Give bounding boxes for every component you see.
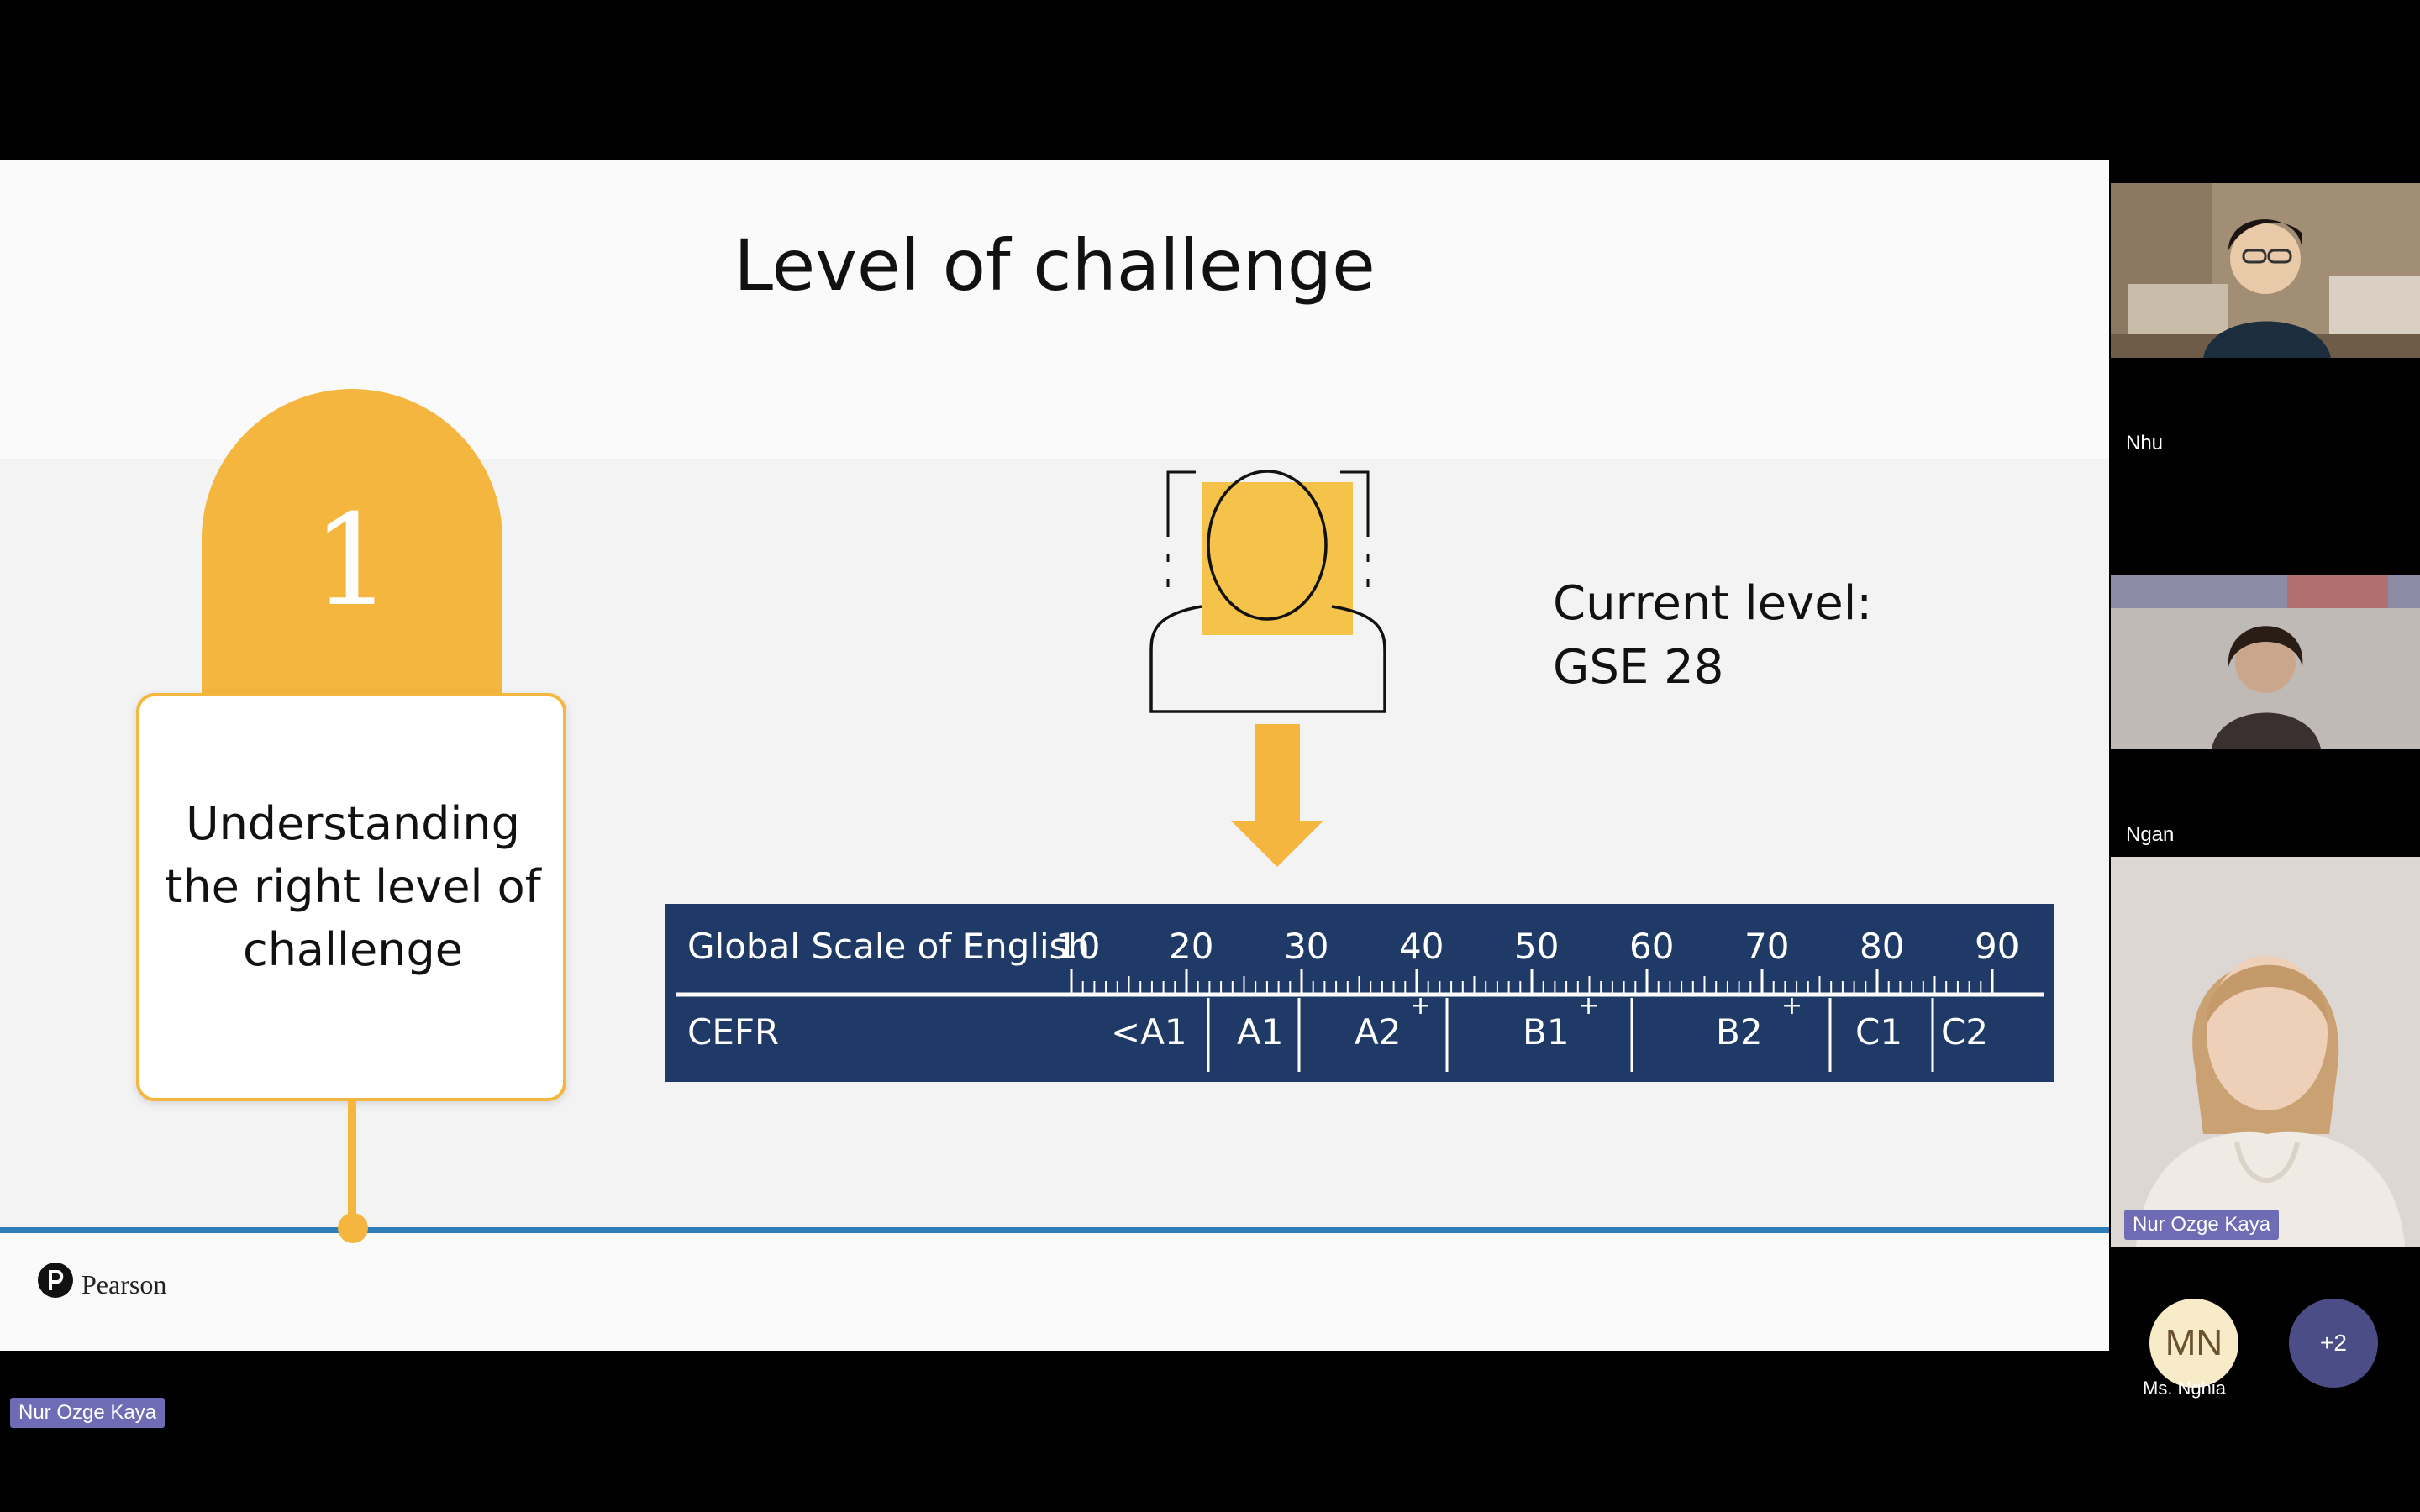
slide-footer-band [0, 1233, 2109, 1351]
participant-name: Nhu [2126, 432, 2164, 454]
step-connector [348, 1100, 356, 1226]
arrow-down-icon [1231, 821, 1323, 867]
gse-scale: Global Scale of English 10 20 30 40 50 6… [666, 904, 2054, 1082]
timeline-line [0, 1227, 2109, 1233]
shared-slide: Level of challenge 1 Understanding the r… [0, 160, 2109, 1351]
gse-tick-label: 80 [1860, 926, 1905, 967]
cefr-level: C2 [1941, 1011, 1989, 1053]
cefr-plus: + [1781, 991, 1803, 1021]
cefr-label: CEFR [687, 1011, 780, 1053]
current-level-text: Current level: GSE 28 [1553, 572, 1872, 700]
gse-tick-label: 70 [1744, 926, 1790, 967]
cefr-level: A2 [1355, 1011, 1402, 1053]
learner-icon [1150, 470, 1386, 867]
participant-video-tile[interactable] [2111, 183, 2420, 358]
participant-name-badge: Nur Ozge Kaya [2124, 1210, 2280, 1240]
cefr-level: <A1 [1111, 1011, 1187, 1053]
gse-tick-label: 30 [1284, 926, 1329, 967]
step-card-line: Understanding [186, 797, 520, 850]
current-level-value: GSE 28 [1553, 640, 1724, 695]
gse-tick-label: 90 [1975, 926, 2020, 967]
cefr-level: A1 [1237, 1011, 1284, 1053]
step-card-line: challenge [243, 923, 463, 976]
more-participants-button[interactable]: +2 [2289, 1299, 2378, 1388]
step-card-text: Understanding the right level of challen… [147, 792, 559, 981]
participant-video-tile[interactable] [2111, 575, 2420, 749]
participant-avatar[interactable]: MN [2149, 1299, 2238, 1388]
gse-tick-label: 20 [1169, 926, 1214, 967]
face-highlight [1202, 482, 1353, 635]
step-card [136, 693, 566, 1101]
participant-name: Ngan [2126, 823, 2175, 846]
cefr-plus: + [1578, 991, 1600, 1021]
cefr-level: B1 [1523, 1011, 1570, 1053]
gse-tick-label: 40 [1399, 926, 1444, 967]
step-card-line: the right level of [165, 860, 541, 913]
step-tab [202, 389, 502, 725]
presenter-name-badge: Nur Ozge Kaya [10, 1398, 166, 1428]
gse-label: Global Scale of English [687, 926, 1091, 967]
gse-tick-label: 10 [1055, 926, 1101, 967]
timeline-dot [338, 1213, 368, 1243]
gse-scale-ticks [676, 969, 2044, 1072]
pearson-brand: Pearson [82, 1269, 167, 1299]
participant-video-nhu [2111, 183, 2420, 358]
participant-video-tile-active-speaker[interactable]: Nur Ozge Kaya [2111, 857, 2420, 1247]
gse-tick-label: 50 [1514, 926, 1560, 967]
arrow-shaft [1255, 724, 1300, 829]
slide-title: Level of challenge [734, 224, 1376, 307]
cefr-level: B2 [1716, 1011, 1763, 1053]
step-number: 1 [312, 488, 392, 634]
cefr-plus: + [1410, 991, 1432, 1021]
pearson-logo-icon [38, 1263, 73, 1298]
cefr-level: C1 [1855, 1011, 1903, 1053]
participant-video-nur-ozge-kaya [2111, 857, 2420, 1247]
gse-tick-label: 60 [1629, 926, 1675, 967]
participant-name: Ms. Nghia [2143, 1378, 2227, 1399]
participant-video-ngan [2111, 575, 2420, 749]
current-level-label: Current level: [1553, 576, 1873, 631]
